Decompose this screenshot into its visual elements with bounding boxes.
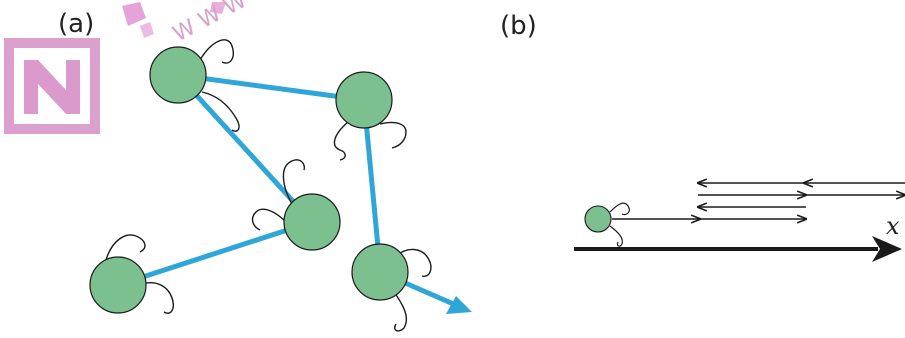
- flagellum: [609, 225, 623, 247]
- x-axis: [574, 236, 902, 262]
- flagellum: [282, 159, 306, 205]
- watermark-text: W W W: [169, 0, 251, 47]
- flagellum: [333, 121, 349, 161]
- path-arrowhead: [446, 296, 472, 314]
- bacterium-5: [351, 243, 432, 332]
- path-segment-4: [115, 219, 315, 288]
- bacterium-2: [333, 71, 407, 161]
- bacterium-cell: [283, 193, 341, 251]
- x-axis-arrowhead: [872, 236, 902, 262]
- flagellum: [251, 208, 287, 231]
- flagellum: [609, 202, 630, 216]
- x-axis-label: x: [886, 212, 900, 240]
- path-segment-1: [175, 72, 367, 103]
- path-segment-2: [175, 72, 315, 225]
- bacterium-3: [251, 159, 341, 251]
- panel-b-label: (b): [500, 11, 537, 41]
- random-walk-path: [115, 72, 461, 309]
- bacterium-4: [89, 234, 174, 314]
- bacterium-1: [149, 39, 240, 132]
- run-tumble-arrows: [612, 183, 905, 219]
- flagellum: [199, 39, 234, 64]
- bacterium-cell: [149, 46, 207, 104]
- flagellum: [141, 282, 174, 314]
- bacterium-cell: [335, 71, 393, 129]
- flagellum: [201, 91, 240, 132]
- flagellum: [379, 121, 407, 149]
- bacterium-cell: [89, 256, 147, 314]
- bacterium-small: [584, 202, 630, 247]
- bacterium-cell: [351, 243, 409, 301]
- flagellum: [395, 248, 432, 277]
- flagellum: [393, 291, 408, 332]
- bacterium-cell: [584, 205, 612, 233]
- flagellum: [105, 234, 146, 261]
- panel-a-label: (a): [58, 9, 94, 39]
